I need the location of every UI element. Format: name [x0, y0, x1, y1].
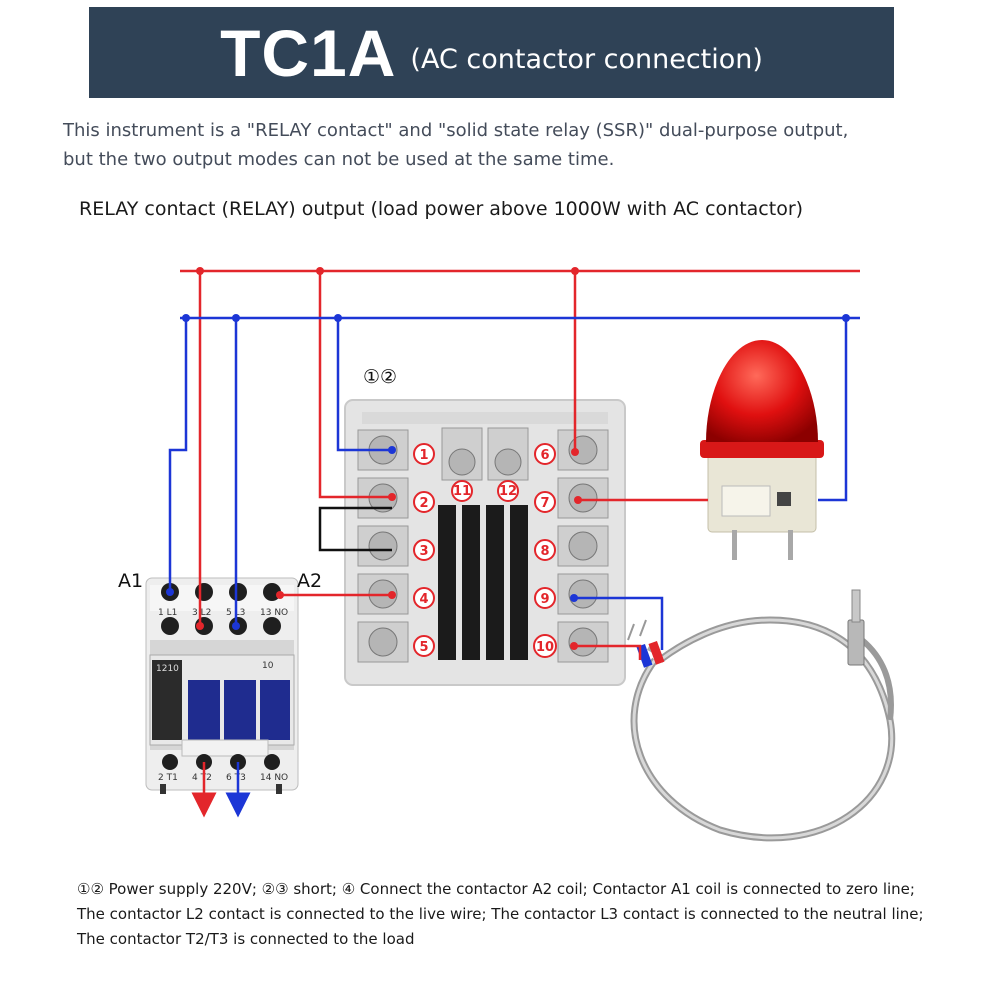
contactor-no-bottom-label: 14 NO: [260, 773, 288, 783]
contactor-t1-label: 2 T1: [158, 773, 178, 783]
terminal-3-badge: 3: [413, 539, 435, 561]
terminal-7-label: 7: [540, 496, 549, 511]
temperature-controller: [344, 399, 626, 686]
model-title: TC1A: [220, 15, 397, 90]
terminal-1-badge: 1: [413, 443, 435, 465]
wire-neutral-to-terminal-1: [336, 318, 392, 452]
model-subtitle: (AC contactor connection): [410, 44, 763, 75]
wire-terminal-10-to-probe: [574, 644, 642, 660]
wiring-notes: ①② Power supply 220V; ②③ short; ④ Connec…: [77, 880, 924, 948]
section-subtitle: RELAY contact (RELAY) output (load power…: [79, 198, 804, 220]
terminal-12-badge: 12: [497, 480, 519, 502]
contactor-aux-label: 10: [262, 661, 274, 671]
terminal-11-badge: 11: [451, 480, 473, 502]
junction-dots: [166, 267, 850, 650]
terminal-block-left: [357, 429, 409, 663]
contactor-l1-label: 1 L1: [158, 608, 177, 618]
wire-neutral-to-a1: [168, 318, 188, 592]
terminal-block-right: [557, 429, 609, 663]
terminal-6-badge: 6: [534, 443, 556, 465]
terminal-5-label: 5: [419, 640, 428, 655]
terminal-4-badge: 4: [413, 587, 435, 609]
terminal-11-label: 11: [453, 484, 471, 499]
terminal-10-badge: 10: [533, 634, 557, 658]
terminal-9-badge: 9: [534, 587, 556, 609]
terminal-6-label: 6: [540, 448, 549, 463]
jumper-wire-2-3: [318, 506, 392, 552]
contactor-t2-label: 4 T2: [192, 773, 212, 783]
wire-terminal-9-to-probe: [574, 596, 664, 650]
terminal-8-badge: 8: [534, 539, 556, 561]
title-banner: TC1A (AC contactor connection): [89, 7, 894, 98]
terminal-10-label: 10: [536, 640, 554, 655]
terminal-2-badge: 2: [413, 491, 435, 513]
contactor-l2-label: 3 L2: [192, 608, 211, 618]
coil-a1-label: A1: [118, 570, 143, 592]
contactor-model-label: 1210: [156, 664, 179, 674]
terminal-4-label: 4: [419, 592, 428, 607]
neutral-wires: [168, 316, 860, 818]
contactor-t3-label: 6 T3: [226, 773, 246, 783]
terminal-12-label: 12: [499, 484, 517, 499]
vent-slots: [438, 505, 528, 660]
coil-a2-label: A2: [297, 570, 322, 592]
terminal-block-top: [441, 427, 529, 481]
terminal-2-label: 2: [419, 496, 428, 511]
terminal-labels: 1 2 3 4 5 6 7 8 9 10 11 12: [413, 443, 557, 658]
live-wires: [180, 269, 860, 818]
terminal-9-label: 9: [540, 592, 549, 607]
terminal-7-badge: 7: [534, 491, 556, 513]
thermocouple-probe: [627, 589, 896, 842]
intro-text: This instrument is a "RELAY contact" and…: [63, 120, 849, 170]
terminal-3-label: 3: [419, 544, 428, 559]
terminal-8-label: 8: [540, 544, 549, 559]
contactor-no-top-label: 13 NO: [260, 608, 288, 618]
terminal-1-label: 1: [419, 448, 428, 463]
warning-lamp: [700, 340, 824, 560]
terminal-5-badge: 5: [413, 635, 435, 657]
wire-live-to-terminal-2: [318, 271, 392, 499]
ac-contactor: 1 L1 3 L2 5 L3 13 NO 2 T1 4 T2 6 T3 14 N…: [145, 577, 299, 794]
wire-neutral-to-lamp: [818, 318, 848, 502]
power-terminals-label: ①②: [363, 366, 397, 388]
